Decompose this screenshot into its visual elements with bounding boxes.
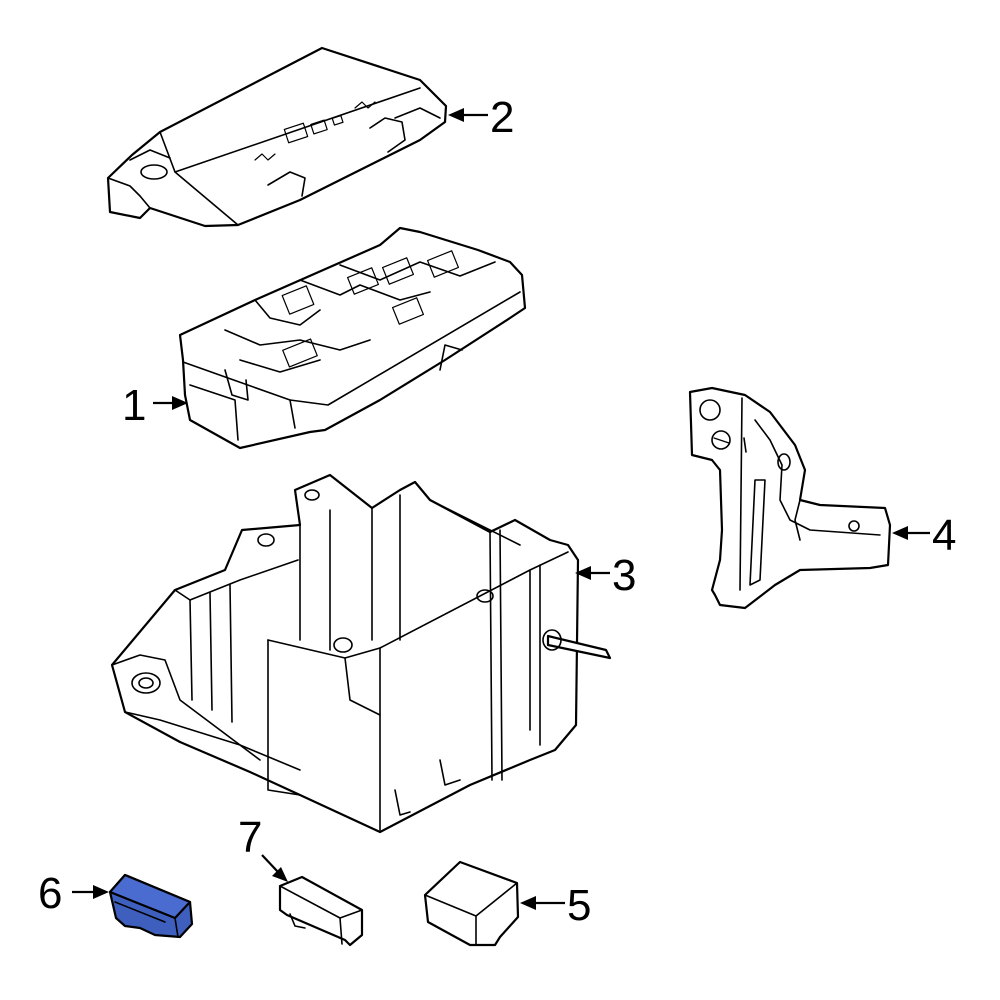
callout-2: 2 [490, 93, 514, 142]
fuse-small[interactable] [278, 875, 364, 947]
callout-4: 4 [932, 511, 956, 560]
callout-5: 5 [567, 881, 591, 930]
callout-1: 1 [122, 381, 146, 430]
mounting-tray[interactable] [110, 473, 612, 834]
callout-6: 6 [38, 869, 62, 918]
mounting-bracket[interactable] [688, 386, 892, 610]
callout-arrows [72, 108, 930, 910]
callout-3: 3 [612, 551, 636, 600]
fuse-highlighted[interactable] [108, 873, 194, 939]
fuse-box-cover[interactable] [106, 46, 448, 228]
fuse-relay-box[interactable] [178, 226, 527, 450]
callout-7: 7 [238, 813, 262, 862]
relay[interactable] [423, 860, 520, 947]
